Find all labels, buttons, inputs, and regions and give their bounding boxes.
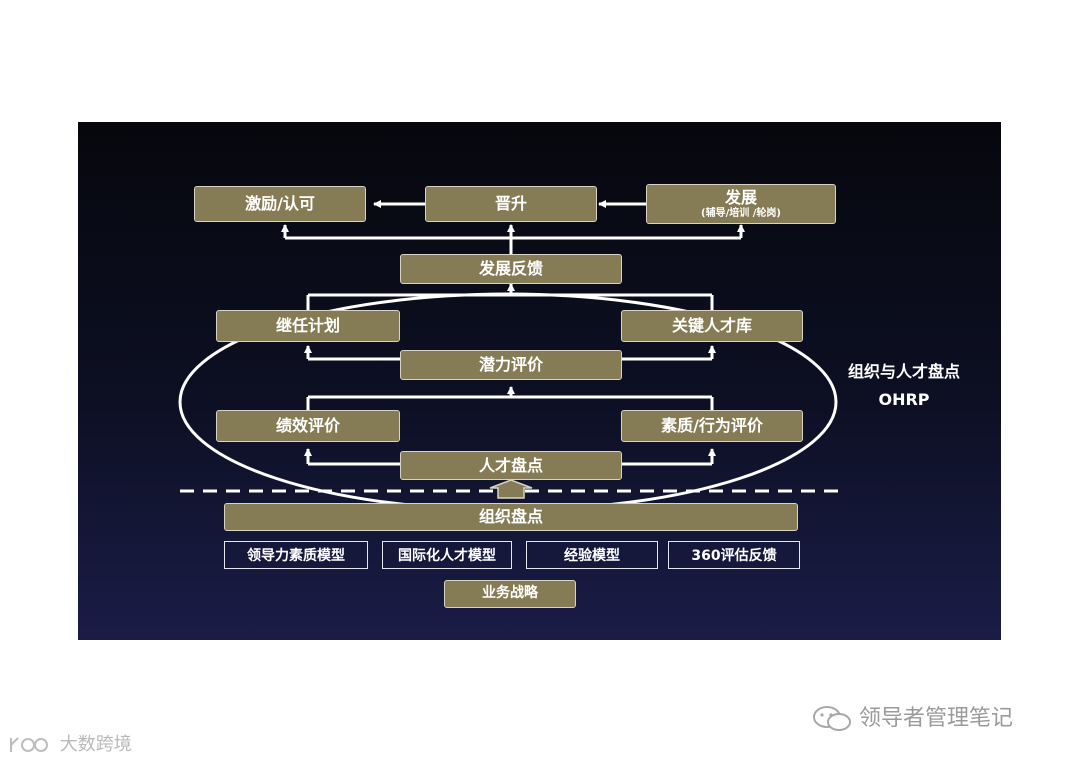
promotion-box: 晋升: [425, 186, 597, 222]
watermark-right: 领导者管理笔记: [812, 700, 1013, 732]
competency-box: 素质/行为评价: [621, 410, 803, 442]
ellipse-label-line2: OHRP: [878, 390, 930, 409]
talent-review-box: 人才盘点: [400, 451, 622, 480]
talent-review-label: 人才盘点: [478, 455, 543, 475]
performance-box: 绩效评价: [216, 410, 400, 442]
org-review-box: 组织盘点: [224, 503, 798, 531]
org-review-label: 组织盘点: [478, 507, 543, 527]
block-arrow-up: [489, 479, 533, 499]
wechat-icon: [813, 706, 851, 731]
competency-label: 素质/行为评价: [661, 416, 763, 436]
model-360-feedback: 360评估反馈: [668, 541, 800, 569]
model-label: 360评估反馈: [691, 548, 777, 564]
ellipse-label-title: 组织与人才盘点: [834, 358, 974, 382]
incentive-box: 激励/认可: [194, 186, 366, 222]
key-talent-label: 关键人才库: [671, 316, 752, 336]
watermark-right-text: 领导者管理笔记: [859, 706, 1014, 731]
promotion-label: 晋升: [494, 194, 527, 214]
succession-box: 继任计划: [216, 310, 400, 342]
model-international: 国际化人才模型: [382, 541, 512, 569]
business-strategy-box: 业务战略: [444, 580, 576, 608]
model-leadership: 领导力素质模型: [224, 541, 368, 569]
potential-box: 潜力评价: [400, 350, 622, 380]
succession-label: 继任计划: [275, 316, 340, 336]
dev-feedback-label: 发展反馈: [478, 259, 543, 279]
watermark-left: 大数跨境: [8, 730, 132, 756]
development-box: 发展 (辅导/培训 /轮岗): [646, 184, 836, 224]
model-experience: 经验模型: [526, 541, 658, 569]
potential-label: 潜力评价: [478, 355, 543, 375]
development-label: 发展: [724, 188, 757, 208]
model-label: 国际化人才模型: [398, 548, 496, 564]
model-label: 经验模型: [564, 548, 620, 564]
diagram-slide: 激励/认可 晋升 发展 (辅导/培训 /轮岗) 发展反馈 继任计划 关键人才库 …: [78, 122, 1001, 640]
incentive-label: 激励/认可: [245, 194, 315, 214]
ellipse-label-line1: 组织与人才盘点: [847, 362, 960, 381]
ellipse-label-abbr: OHRP: [834, 390, 974, 409]
development-sub-label: (辅导/培训 /轮岗): [701, 207, 781, 219]
performance-label: 绩效评价: [275, 416, 340, 436]
model-label: 领导力素质模型: [247, 548, 345, 564]
brand-logo-icon: [10, 737, 48, 752]
business-strategy-label: 业务战略: [482, 585, 538, 602]
dev-feedback-box: 发展反馈: [400, 254, 622, 284]
key-talent-box: 关键人才库: [621, 310, 803, 342]
watermark-left-text: 大数跨境: [59, 734, 132, 755]
